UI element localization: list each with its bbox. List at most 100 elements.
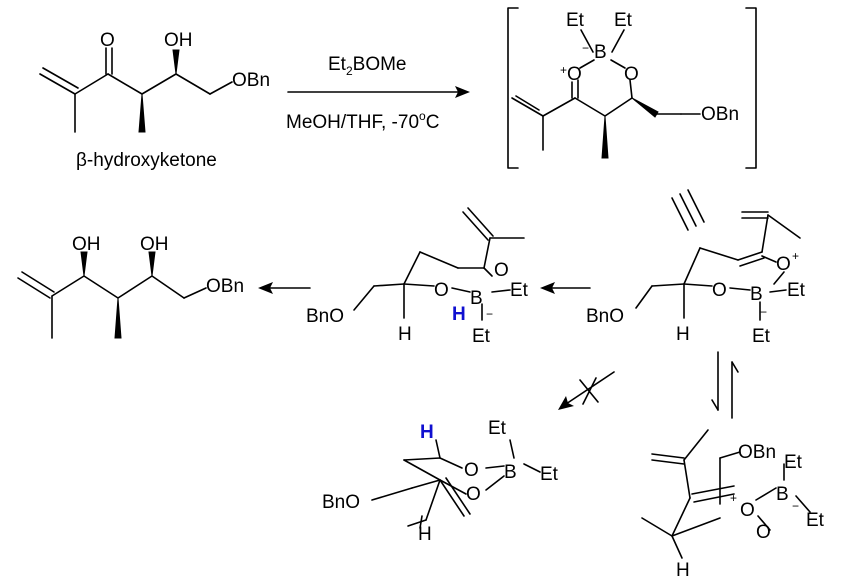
bond bbox=[467, 207, 494, 237]
atom-label: O bbox=[712, 280, 727, 301]
arrow-head bbox=[540, 282, 555, 294]
equilibrium-arrows bbox=[711, 351, 739, 419]
atom-label: BnO bbox=[322, 492, 360, 513]
charge-minus: − bbox=[760, 305, 767, 319]
arrow-half-head bbox=[711, 399, 719, 411]
reagent-label: Et2BOMe bbox=[328, 54, 407, 78]
atom-label: O bbox=[434, 280, 449, 301]
bond bbox=[671, 535, 683, 559]
bond bbox=[403, 283, 435, 287]
bond bbox=[445, 477, 471, 515]
atom-label: O bbox=[466, 484, 481, 505]
hydride-label: H bbox=[452, 304, 466, 325]
bond bbox=[117, 275, 153, 299]
atom-label: BnO bbox=[586, 306, 624, 327]
bond bbox=[83, 275, 119, 299]
hydride-delivery-state: O O B H Et Et − H BnO bbox=[306, 207, 529, 347]
bond bbox=[74, 73, 109, 95]
bond bbox=[439, 479, 465, 517]
bond bbox=[691, 485, 735, 495]
bond bbox=[761, 255, 777, 263]
bond bbox=[683, 247, 701, 285]
wedge-bond bbox=[172, 49, 180, 75]
bond bbox=[693, 493, 735, 503]
bond bbox=[699, 247, 739, 261]
bond bbox=[403, 251, 421, 285]
bond bbox=[611, 29, 625, 53]
bond bbox=[491, 289, 511, 293]
bond bbox=[483, 267, 493, 277]
wedge-bond bbox=[114, 297, 122, 339]
starting-hydroxyketone: O OH OBn β-hydroxyketone bbox=[39, 30, 270, 171]
bond bbox=[671, 197, 689, 231]
syn-diol-product: OH OH OBn bbox=[17, 234, 244, 339]
hydride-label: H bbox=[420, 422, 434, 443]
atom-label: Et bbox=[784, 452, 803, 473]
atom-label: Et bbox=[488, 418, 507, 439]
bond bbox=[509, 439, 515, 459]
bond bbox=[17, 277, 51, 299]
atom-label: H bbox=[676, 560, 690, 581]
bond bbox=[610, 59, 626, 69]
atom-label: OBn bbox=[206, 276, 244, 297]
disfavored-arrow bbox=[558, 371, 615, 410]
bond bbox=[523, 463, 541, 473]
compound-caption: β-hydroxyketone bbox=[76, 150, 217, 171]
atom-label: O bbox=[567, 64, 582, 85]
wedge-bond bbox=[601, 115, 609, 159]
atom-label: O bbox=[464, 460, 479, 481]
atom-label: B bbox=[776, 484, 789, 505]
atom-label: H bbox=[398, 324, 412, 345]
bond bbox=[373, 283, 405, 287]
arrow-head bbox=[558, 396, 574, 410]
bond bbox=[651, 459, 685, 465]
boron-chelate-intermediate: Et Et − B + O O OBn bbox=[507, 7, 757, 169]
bond bbox=[604, 97, 633, 117]
bond bbox=[483, 237, 491, 269]
charge-plus: + bbox=[792, 249, 799, 263]
half-chair-chelate-right: O + O B Et Et − H BnO bbox=[586, 211, 806, 347]
bond bbox=[580, 29, 594, 53]
bond bbox=[209, 81, 233, 95]
atom-label: Et bbox=[540, 464, 559, 485]
bond bbox=[439, 479, 467, 495]
arrow-line bbox=[565, 371, 615, 405]
bond bbox=[403, 457, 441, 461]
bond bbox=[729, 287, 751, 291]
arrow-head bbox=[258, 282, 273, 294]
atom-label: OH bbox=[164, 30, 193, 51]
bond bbox=[767, 214, 801, 239]
left-bracket bbox=[507, 7, 519, 169]
arrow-head bbox=[455, 86, 470, 98]
bond bbox=[755, 487, 777, 501]
bond bbox=[641, 517, 673, 537]
bond bbox=[671, 497, 691, 537]
bond bbox=[425, 479, 441, 521]
atom-label: O bbox=[756, 522, 771, 543]
atom-label: OBn bbox=[232, 70, 270, 91]
bond bbox=[683, 283, 713, 287]
bond bbox=[635, 285, 653, 309]
atom-label: H bbox=[418, 524, 432, 545]
bond bbox=[651, 453, 685, 459]
atom-label: Et bbox=[752, 326, 771, 347]
bond bbox=[462, 211, 489, 241]
bond bbox=[773, 271, 785, 285]
bond bbox=[629, 79, 633, 99]
bond bbox=[574, 97, 606, 117]
bond bbox=[515, 95, 540, 111]
bond bbox=[51, 275, 85, 297]
reaction-arrow-1: Et2BOMe MeOH/THF, -70oC bbox=[286, 54, 470, 133]
bond bbox=[737, 251, 763, 261]
charge-minus: − bbox=[582, 41, 589, 55]
right-bracket bbox=[745, 7, 757, 169]
charge-minus: − bbox=[792, 499, 799, 513]
conditions-label: MeOH/THF, -70oC bbox=[286, 109, 439, 133]
atom-label: O bbox=[494, 260, 509, 281]
bond bbox=[107, 73, 143, 95]
bond bbox=[769, 289, 787, 293]
alternative-half-chair: H O O B Et Et H BnO bbox=[322, 418, 559, 545]
atom-label: O bbox=[624, 64, 639, 85]
bond bbox=[485, 465, 505, 469]
